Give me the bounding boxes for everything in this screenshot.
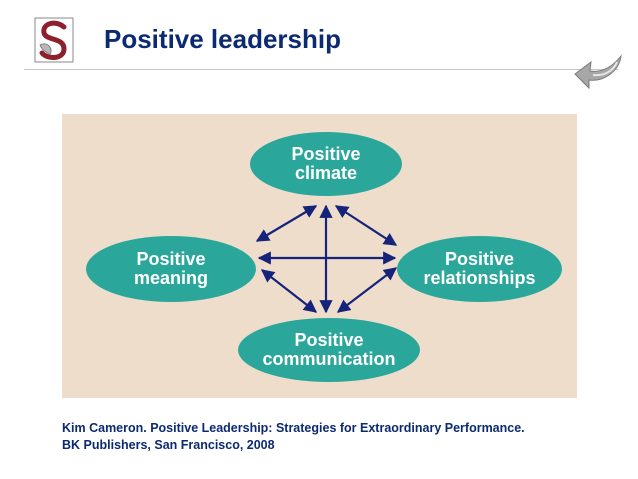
citation-line2: BK Publishers, San Francisco, 2008	[62, 437, 525, 454]
page-title: Positive leadership	[104, 24, 341, 55]
node-label-line1: Positive	[262, 331, 395, 350]
citation-line1: Kim Cameron. Positive Leadership: Strate…	[62, 420, 525, 437]
citation: Kim Cameron. Positive Leadership: Strate…	[62, 420, 525, 454]
node-label-line2: relationships	[423, 269, 535, 288]
node-label-line2: meaning	[134, 269, 208, 288]
node-label-line1: Positive	[423, 250, 535, 269]
curved-back-arrow-icon[interactable]	[573, 52, 625, 92]
node-label-line2: climate	[291, 164, 360, 183]
header-divider	[24, 69, 618, 70]
node-label-line1: Positive	[134, 250, 208, 269]
university-crest-logo	[34, 17, 74, 63]
node-label-line2: communication	[262, 350, 395, 369]
node-label-line1: Positive	[291, 145, 360, 164]
